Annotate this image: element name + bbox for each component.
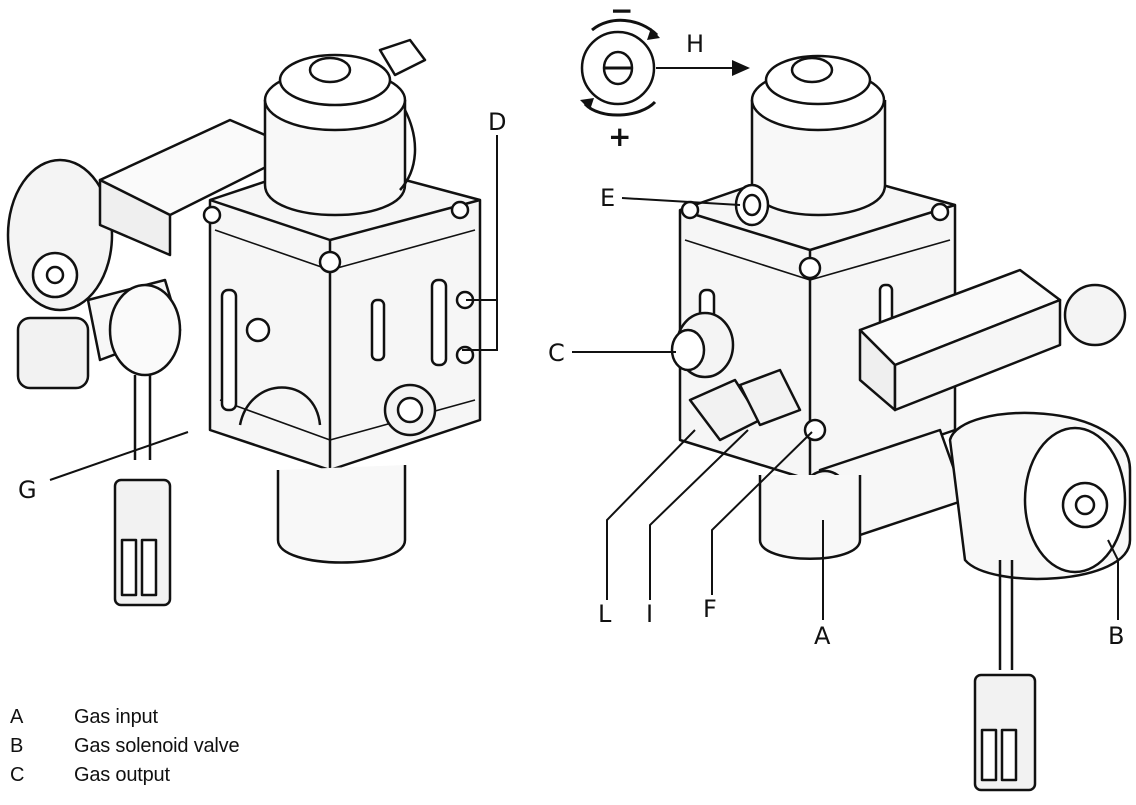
- legend-row: A Gas input: [10, 706, 370, 735]
- callout-labels: D H E C G L I F A B: [18, 30, 1124, 650]
- legend-description: Gas input: [74, 706, 158, 728]
- leader-line-E: [621, 197, 741, 206]
- legend-letter: A: [10, 706, 24, 728]
- legend-letter: B: [10, 735, 24, 757]
- callout-D: D: [488, 108, 506, 136]
- callout-H: H: [686, 30, 704, 58]
- callout-I: I: [646, 600, 653, 628]
- callout-G: G: [18, 476, 37, 504]
- legend-description: Gas output: [74, 764, 170, 786]
- leader-line-G: [49, 431, 189, 481]
- legend-row: B Gas solenoid valve: [10, 735, 370, 764]
- callout-F: F: [703, 595, 717, 623]
- leader-lines: [49, 135, 1119, 620]
- legend-row: C Gas output: [10, 764, 370, 793]
- callout-A: A: [814, 622, 831, 650]
- callout-E: E: [600, 184, 615, 212]
- legend: A Gas input B Gas solenoid valve C Gas o…: [10, 706, 370, 793]
- legend-letter: C: [10, 764, 25, 786]
- leader-line-D: [462, 135, 498, 351]
- callout-B: B: [1108, 622, 1124, 650]
- legend-description: Gas solenoid valve: [74, 735, 240, 757]
- minus-symbol: −: [610, 0, 633, 27]
- callout-L: L: [598, 600, 612, 628]
- callout-C: C: [548, 339, 565, 367]
- leader-line-F: [711, 431, 813, 595]
- adjustment-screw-symbol: − +: [580, 0, 750, 153]
- regulator-right-view: [670, 54, 1132, 792]
- leader-line-B: [1107, 539, 1119, 620]
- leader-line-L: [606, 429, 696, 600]
- plus-symbol: +: [608, 120, 631, 153]
- leader-line-I: [649, 429, 749, 600]
- regulator-left-view: [6, 38, 482, 607]
